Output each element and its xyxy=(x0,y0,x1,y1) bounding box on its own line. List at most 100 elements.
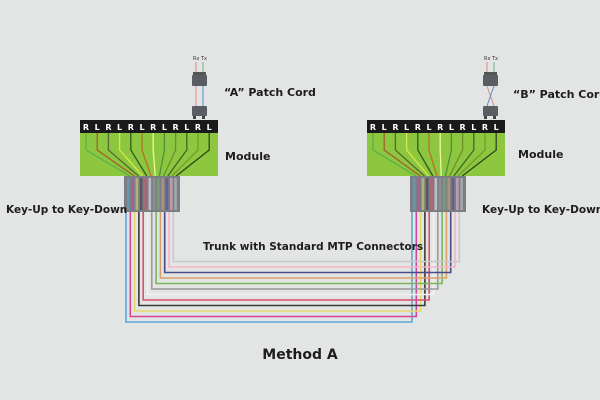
port-label: L xyxy=(404,123,409,132)
connector-fiber-stripe xyxy=(438,178,442,210)
connector-fiber-stripe xyxy=(434,178,438,210)
connector-fiber-stripe xyxy=(165,178,169,210)
port-label: R xyxy=(173,123,179,132)
port-label: L xyxy=(471,123,476,132)
connector-fiber-stripe xyxy=(421,178,425,210)
module-fiber xyxy=(175,133,210,177)
port-label: L xyxy=(426,123,431,132)
trunk-fiber-red xyxy=(142,212,431,301)
rx-label: Rx xyxy=(193,56,199,62)
trunk-fiber-green xyxy=(155,212,443,285)
connector-fiber-stripe xyxy=(417,178,420,210)
port-label: L xyxy=(162,123,167,132)
duplex-connector-bottom xyxy=(483,106,498,116)
module-fiber xyxy=(96,133,135,177)
port-label: R xyxy=(150,123,156,132)
duplex-connector-top xyxy=(483,75,498,86)
connector-pin xyxy=(202,116,205,119)
port-label: L xyxy=(207,123,212,132)
tx-label: Tx xyxy=(491,56,498,62)
module-fiber xyxy=(457,133,486,177)
connector-fiber-stripe xyxy=(152,178,156,210)
trunk-fiber-rose xyxy=(168,212,456,268)
connector-fiber-stripe xyxy=(413,178,416,210)
module-fiber xyxy=(141,133,152,177)
module-fiber xyxy=(163,133,177,177)
module-fiber xyxy=(152,133,156,177)
left-module-label: Module xyxy=(225,150,270,163)
connector-fiber-stripe xyxy=(456,178,459,210)
connector-fiber-stripe xyxy=(451,178,455,210)
module-fiber xyxy=(453,133,475,177)
connector-fiber-stripe xyxy=(131,178,134,210)
connector-fiber-stripe xyxy=(139,178,143,210)
left-patch-cord-label: “A” Patch Cord xyxy=(224,86,316,99)
module-fiber xyxy=(439,133,442,177)
trunk-label: Trunk with Standard MTP Connectors xyxy=(203,241,423,253)
diagram-title: Method A xyxy=(262,347,338,363)
connector-ferrule xyxy=(484,72,497,75)
connector-pin xyxy=(193,116,196,119)
trunk-fiber-orange xyxy=(159,212,448,279)
trunk-fiber-black xyxy=(138,212,426,307)
port-label: R xyxy=(195,123,201,132)
connector-fiber-stripe xyxy=(425,178,429,210)
connector-fiber-stripe xyxy=(447,178,450,210)
port-label: R xyxy=(105,123,111,132)
module-fiber xyxy=(449,133,464,177)
duplex-connector-top xyxy=(192,75,207,86)
connector-fiber-stripe xyxy=(144,178,147,210)
connector-pin xyxy=(493,116,496,119)
module-fiber xyxy=(167,133,188,177)
port-label: R xyxy=(128,123,134,132)
connector-fiber-stripe xyxy=(443,178,446,210)
module-fiber xyxy=(171,133,199,177)
port-label: L xyxy=(382,123,387,132)
trunk-fiber-violet xyxy=(163,212,452,274)
port-label: R xyxy=(415,123,421,132)
module-fiber xyxy=(118,133,144,177)
rx-label: Rx xyxy=(484,56,490,62)
port-label: L xyxy=(117,123,122,132)
port-label: R xyxy=(482,123,488,132)
right-module-label: Module xyxy=(518,148,563,161)
port-label: L xyxy=(449,123,454,132)
right-module xyxy=(367,133,505,176)
trunk-fiber-aqua xyxy=(172,212,461,263)
port-label: R xyxy=(83,123,89,132)
port-label: R xyxy=(392,123,398,132)
module-fiber xyxy=(428,133,438,177)
trunk-fiber-magenta xyxy=(129,212,418,318)
connector-fiber-stripe xyxy=(148,178,152,210)
module-fiber xyxy=(405,133,430,177)
module-fiber xyxy=(158,133,166,177)
port-label: L xyxy=(494,123,499,132)
module-fiber xyxy=(372,133,417,177)
right-key-label: Key-Up to Key-Down xyxy=(482,204,600,216)
trunk-fiber-gray xyxy=(151,212,439,290)
left-key-label: Key-Up to Key-Down xyxy=(6,204,127,216)
connector-fiber-stripe xyxy=(170,178,173,210)
port-label: L xyxy=(139,123,144,132)
right-patch-cord-label: “B” Patch Cord xyxy=(513,88,600,101)
trunk-fiber-white xyxy=(146,212,435,296)
connector-ferrule xyxy=(193,72,206,75)
connector-fiber-stripe xyxy=(135,178,139,210)
module-fiber xyxy=(417,133,434,177)
port-label: L xyxy=(184,123,189,132)
module-fiber xyxy=(444,133,453,177)
connector-pin xyxy=(484,116,487,119)
tx-label: Tx xyxy=(200,56,207,62)
port-label: R xyxy=(370,123,376,132)
port-label: R xyxy=(437,123,443,132)
connector-fiber-stripe xyxy=(174,178,177,210)
port-label: R xyxy=(460,123,466,132)
connector-fiber-stripe xyxy=(430,178,433,210)
module-fiber xyxy=(394,133,425,177)
connector-fiber-stripe xyxy=(157,178,160,210)
module-fiber xyxy=(383,133,421,177)
